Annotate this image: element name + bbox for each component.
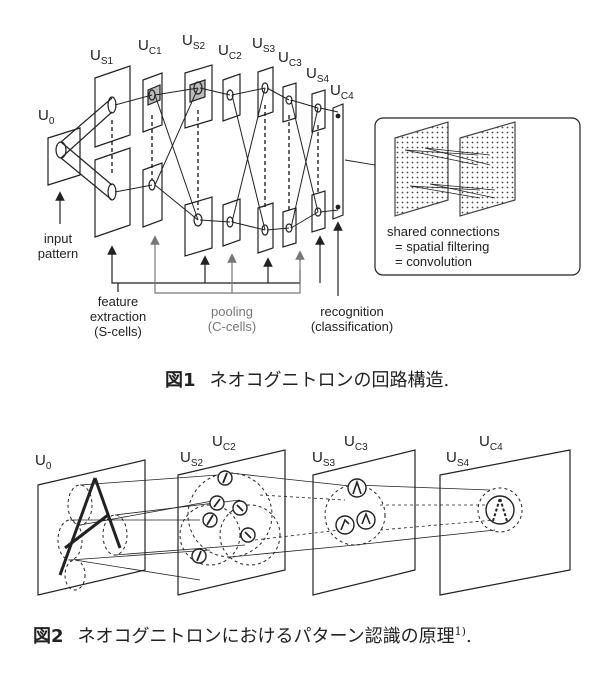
layer-uc2-plane-bottom [222,198,241,247]
svg-text:US3: US3 [312,449,336,469]
figure2-caption-period: . [465,626,472,647]
figure2-caption-number: 図2 [33,626,64,647]
feature-label-line3: (S-cells) [94,324,142,339]
figure1-layer-labels: U0 US1 UC1 US2 UC2 US3 UC3 US4 UC4 [38,32,354,127]
layer-label-uc1: U [138,37,149,54]
svg-text:U0: U0 [35,452,52,472]
svg-text:UC1: UC1 [138,37,162,57]
svg-text:UC3: UC3 [278,49,302,69]
svg-text:US3: US3 [252,35,276,55]
layer-uc3-plane-bottom [282,207,297,248]
svg-text:UC2: UC2 [218,42,242,62]
layer-label-uc4: U [330,82,341,99]
inset-label-line1: shared connections [387,224,500,239]
svg-text:U0: U0 [38,107,55,127]
svg-text:US4: US4 [446,449,470,469]
svg-text:UC4: UC4 [479,433,503,453]
layer-uc4-plane [332,103,344,220]
feature-label-line1: feature [98,294,138,309]
figure1-caption: 図1 ネオコグニトロンの回路構造. [165,366,449,392]
fig2-label-uc4: U [479,433,490,450]
layer-label-uc2: U [218,42,229,59]
svg-text:UC3: UC3 [344,433,368,453]
layer-label-us2: U [182,32,193,49]
figure1-network-diagram [47,64,581,296]
layer-us1-plane-bottom [94,147,131,238]
pooling-label-line2: (C-cells) [208,319,256,334]
pooling-label-line1: pooling [211,304,253,319]
layer-label-uc3: U [278,49,289,66]
layer-label-us1: U [90,47,101,64]
svg-text:US2: US2 [182,32,206,52]
layer-label-us4: U [306,65,317,82]
layer-uc2-plane-top [222,73,241,122]
layer-us1-plane-top [94,65,131,148]
layer-label-us3: U [252,35,263,52]
fig2-label-u0: U [35,452,46,469]
recognition-label-line2: (classification) [311,319,393,334]
fig2-label-uc2: U [212,433,223,450]
figure1-caption-number: 図1 [165,370,196,391]
fig2-label-us2: U [180,449,191,466]
recognition-label-line1: recognition [320,304,384,319]
fig2-label-uc3: U [344,433,355,450]
figure2-caption: 図2 ネオコグニトロンにおけるパターン認識の原理1). [33,622,472,648]
layer-uc3-plane-top [282,82,297,123]
inset-label-line3: = convolution [395,254,472,269]
fig2-us2-plane [177,449,286,596]
svg-text:UC4: UC4 [330,82,354,102]
figure1-caption-text: ネオコグニトロンの回路構造. [209,370,450,391]
fig2-label-us4: U [446,449,457,466]
figure2-recognition-diagram [37,449,571,596]
fig2-label-us3: U [312,449,323,466]
inset-label-line2: = spatial filtering [395,239,489,254]
layer-label-u0: U [38,107,49,124]
svg-text:US1: US1 [90,47,114,67]
figure1-annotations: input pattern feature extraction (S-cell… [38,224,500,339]
figure2-layer-labels: U0 US2 UC2 US3 UC3 US4 UC4 [35,433,503,472]
svg-text:UC2: UC2 [212,433,236,453]
input-label-line1: input [44,231,73,246]
figure2-caption-ref: 1) [454,625,466,638]
figure2-caption-text: ネオコグニトロンにおけるパターン認識の原理 [77,626,455,647]
input-label-line2: pattern [38,246,78,261]
layer-us3-plane-top [257,66,274,118]
feature-label-line2: extraction [90,309,146,324]
svg-text:US2: US2 [180,449,204,469]
svg-text:US4: US4 [306,65,330,85]
